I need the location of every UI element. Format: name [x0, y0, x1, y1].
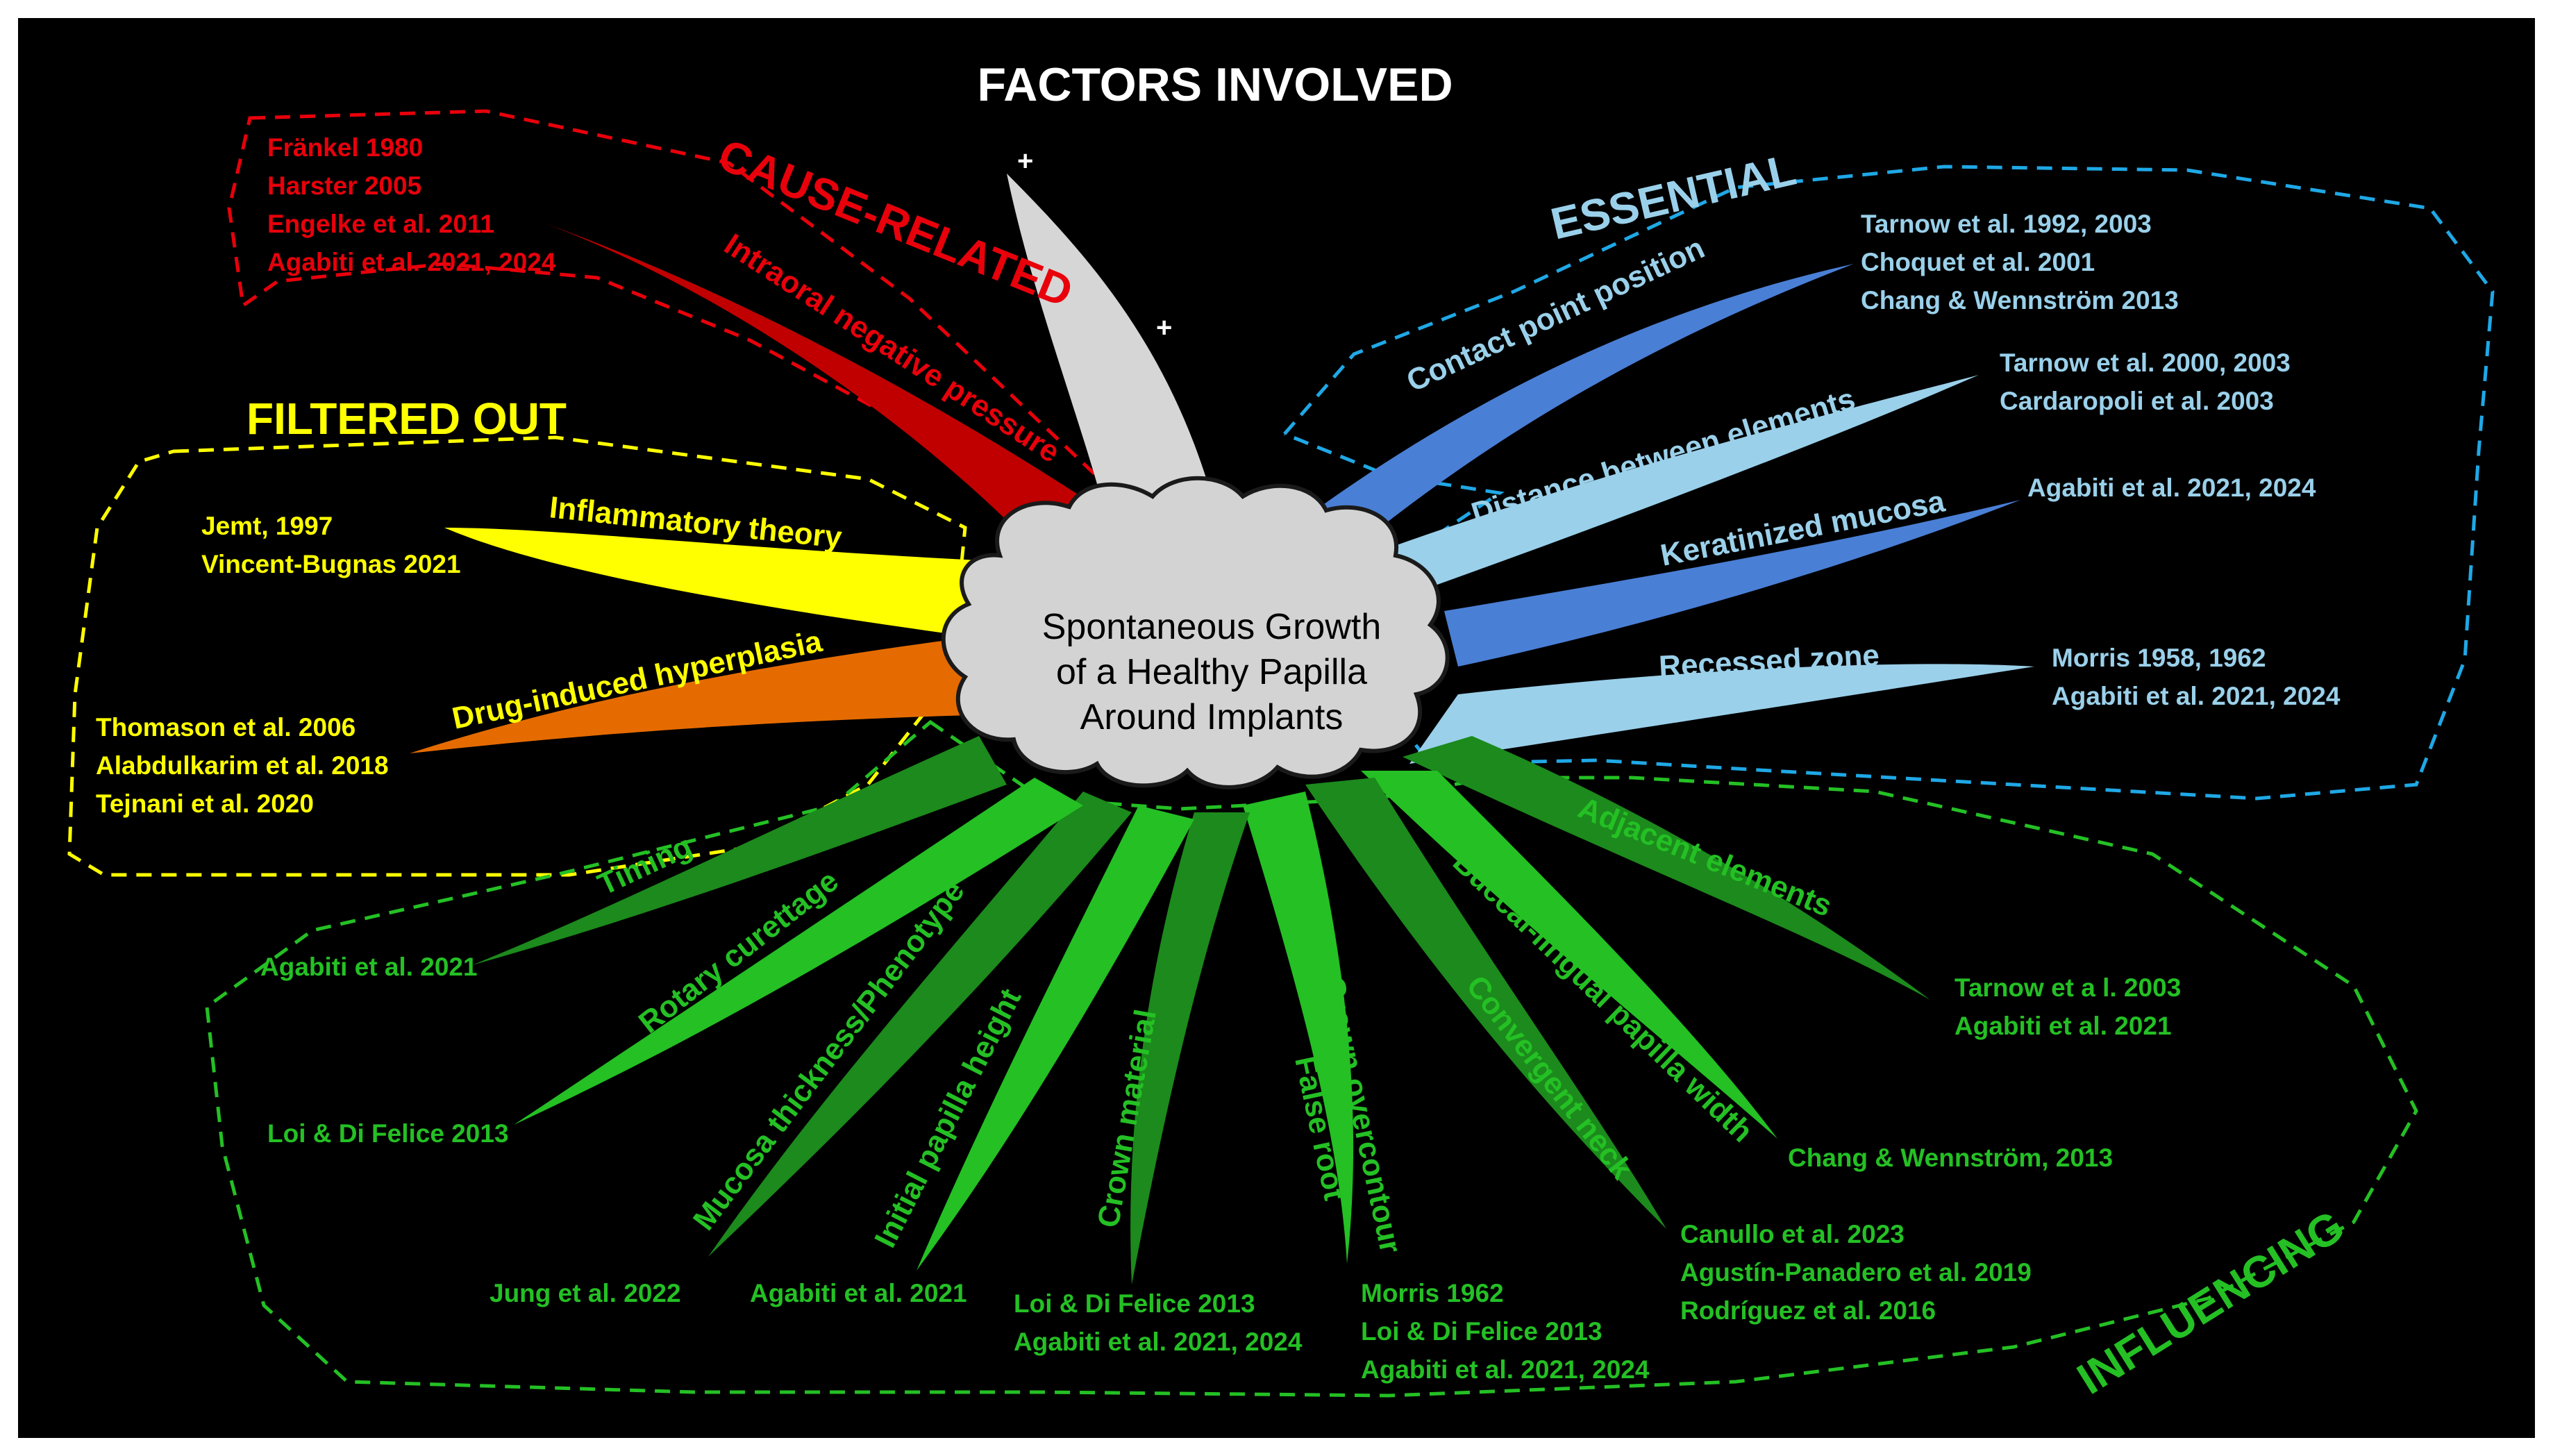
ref-adjacent-1: Tarnow et a l. 2003: [1954, 973, 2181, 1002]
ref-contact-2: Choquet et al. 2001: [1861, 248, 2095, 276]
ref-cause-3: Engelke et al. 2011: [267, 210, 494, 238]
references-cause: Fränkel 1980 Harster 2005 Engelke et al.…: [267, 133, 556, 276]
ref-distance-1: Tarnow et al. 2000, 2003: [2000, 349, 2291, 377]
ref-adjacent-2: Agabiti et al. 2021: [1954, 1012, 2172, 1040]
ref-overcontour-1: Morris 1962: [1361, 1279, 1504, 1307]
recessed-zone-spike: [1409, 664, 2034, 764]
ref-initial-1: Agabiti et al. 2021: [750, 1279, 967, 1307]
center-line-3: Around Implants: [1080, 697, 1344, 737]
ref-rotary-1: Loi & Di Felice 2013: [267, 1119, 509, 1148]
drug-hyperplasia-spike: [410, 639, 972, 753]
ref-contact-3: Chang & Wennström 2013: [1861, 286, 2179, 315]
center-line-1: Spontaneous Growth: [1042, 607, 1382, 647]
ref-convergent-3: Rodríguez et al. 2016: [1680, 1296, 1936, 1325]
adjacent-elements-spike: [1403, 736, 1930, 1000]
main-title: FACTORS INVOLVED: [977, 58, 1453, 111]
keratinized-spike: [1444, 500, 2020, 667]
ref-recessed-1: Morris 1958, 1962: [2052, 644, 2266, 672]
intraoral-pressure-spike: [542, 222, 1139, 555]
neutral-spike: [1007, 174, 1222, 535]
plus-mark-1: +: [1017, 146, 1033, 176]
references-influencing: Agabiti et al. 2021 Loi & Di Felice 2013…: [260, 953, 2181, 1384]
ref-drug-3: Tejnani et al. 2020: [96, 789, 314, 818]
buccal-lingual-spike: [1361, 771, 1777, 1139]
ref-crown-material-1: Loi & Di Felice 2013: [1014, 1289, 1255, 1318]
filtered-out-outline: [67, 435, 967, 877]
mucosa-thickness-spike: [708, 792, 1132, 1257]
ref-mucosa-1: Jung et al. 2022: [489, 1279, 681, 1307]
convergent-neck-spike: [1305, 778, 1666, 1229]
ref-drug-2: Alabdulkarim et al. 2018: [96, 751, 389, 780]
central-cloud: [941, 476, 1450, 789]
ref-convergent-2: Agustín-Panadero et al. 2019: [1680, 1258, 2032, 1287]
ref-distance-2: Cardaropoli et al. 2003: [2000, 387, 2274, 415]
ref-contact-1: Tarnow et al. 1992, 2003: [1861, 210, 2152, 238]
center-line-2: of a Healthy Papilla: [1056, 652, 1367, 692]
ref-cause-1: Fränkel 1980: [267, 133, 423, 162]
ref-recessed-2: Agabiti et al. 2021, 2024: [2052, 682, 2341, 710]
ref-overcontour-2: Loi & Di Felice 2013: [1361, 1317, 1602, 1346]
ref-overcontour-3: Agabiti et al. 2021, 2024: [1361, 1355, 1650, 1384]
cause-related-outline: [227, 109, 1114, 502]
ref-keratinized-1: Agabiti et al. 2021, 2024: [2027, 474, 2316, 502]
ref-timing-1: Agabiti et al. 2021: [260, 953, 478, 981]
timing-spike: [472, 736, 1007, 965]
ref-cause-2: Harster 2005: [267, 171, 421, 200]
distance-elements-spike: [1368, 375, 1979, 597]
ref-inflammatory-1: Jemt, 1997: [201, 512, 333, 540]
references-essential: Tarnow et al. 1992, 2003 Choquet et al. …: [1861, 210, 2341, 710]
ref-convergent-1: Canullo et al. 2023: [1680, 1220, 1905, 1248]
references-filtered: Jemt, 1997 Vincent-Bugnas 2021 Thomason …: [96, 512, 461, 818]
crown-material-spike: [1130, 812, 1250, 1285]
ref-drug-1: Thomason et al. 2006: [96, 713, 355, 742]
ref-cause-4: Agabiti et al. 2021, 2024: [267, 248, 556, 276]
ref-buccal-1: Chang & Wennström, 2013: [1788, 1144, 2113, 1172]
spikes: [410, 174, 2034, 1285]
rotary-curettage-spike: [514, 778, 1083, 1125]
initial-papilla-spike: [916, 805, 1194, 1271]
filtered-out-heading: FILTERED OUT: [246, 394, 567, 444]
inflammatory-spike: [444, 528, 1021, 639]
plus-mark-2: +: [1156, 312, 1172, 343]
ref-crown-material-2: Agabiti et al. 2021, 2024: [1014, 1328, 1303, 1356]
ref-inflammatory-2: Vincent-Bugnas 2021: [201, 550, 461, 578]
crown-overcontour-spike: [1243, 792, 1354, 1264]
